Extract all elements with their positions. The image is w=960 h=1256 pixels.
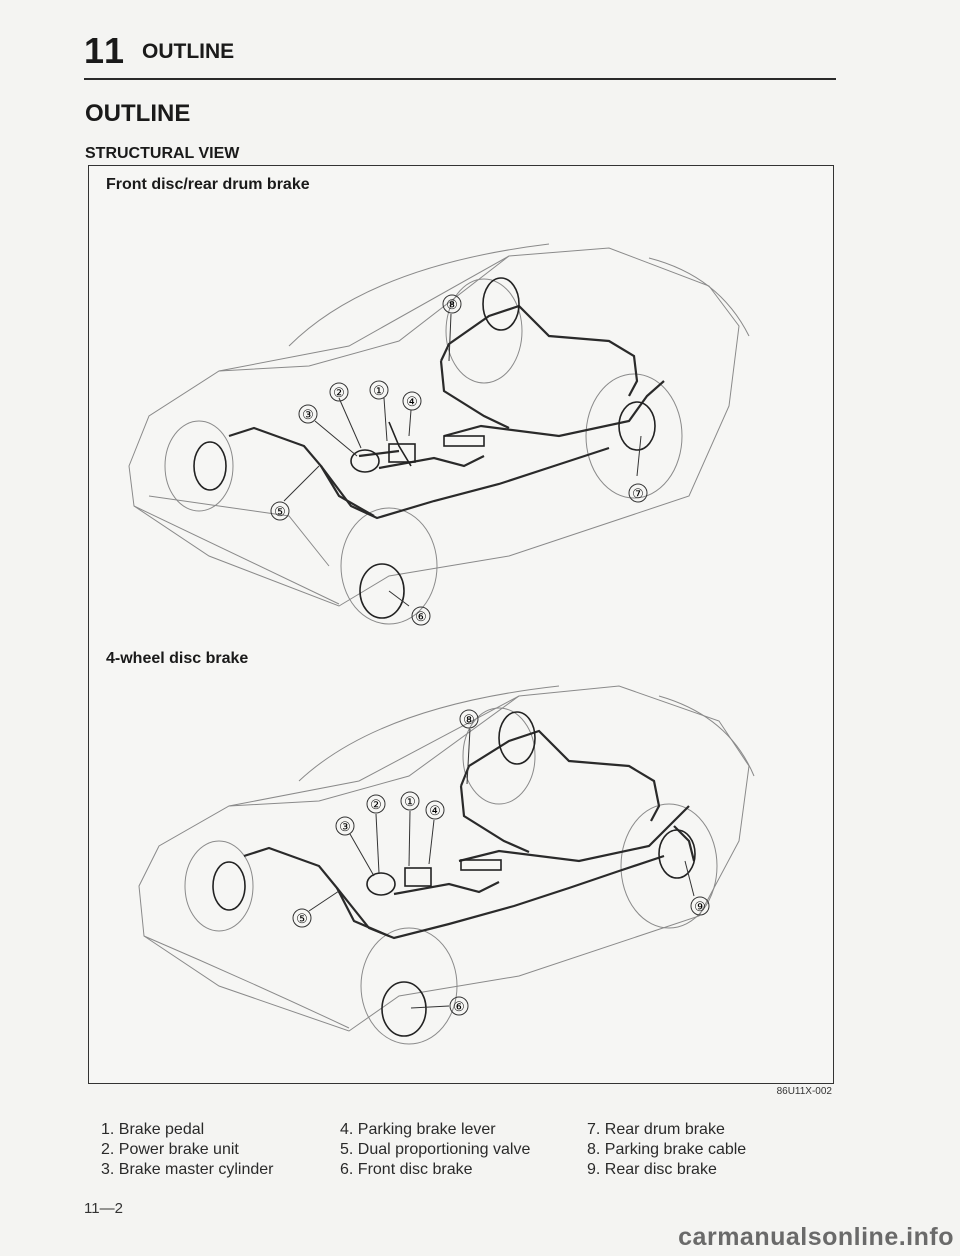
legend-column-3: 7. Rear drum brake 8. Parking brake cabl…: [587, 1120, 746, 1180]
callout-5-top: ⑤: [274, 504, 286, 519]
callout-5-bottom: ⑤: [296, 911, 308, 926]
legend-item: 2. Power brake unit: [101, 1141, 239, 1158]
chapter-number: 11: [84, 30, 127, 71]
figure-frame: Front disc/rear drum brake 4-wheel disc …: [88, 165, 834, 1084]
legend-item: 7. Rear drum brake: [587, 1121, 725, 1138]
callout-2-top: ②: [333, 385, 345, 400]
brake-system-illustration-top: ② ① ④ ③ ⑤ ⑧ ⑥ ⑦: [128, 243, 750, 626]
legend-item: 8. Parking brake cable: [587, 1141, 747, 1158]
callout-6-top: ⑥: [415, 609, 427, 624]
callout-7-top: ⑦: [632, 486, 644, 501]
callout-3-top: ③: [302, 407, 314, 422]
callout-8-top: ⑧: [446, 297, 458, 312]
callout-4-bottom: ④: [429, 803, 441, 818]
brake-system-illustration-bottom: ② ① ④ ③ ⑤ ⑧ ⑥ ⑨: [138, 685, 755, 1045]
subsection-title: STRUCTURAL VIEW: [85, 145, 240, 162]
legend-item: 3. Brake master cylinder: [101, 1161, 274, 1178]
callout-1-top: ①: [373, 383, 385, 398]
callout-labels-bottom: ② ① ④ ③ ⑤ ⑧ ⑥ ⑨: [292, 709, 710, 1016]
section-title: OUTLINE: [85, 100, 191, 127]
callout-9-bottom: ⑨: [694, 899, 706, 914]
legend-item: 1. Brake pedal: [101, 1121, 205, 1138]
legend-item: 9. Rear disc brake: [587, 1161, 717, 1178]
legend-column-2: 4. Parking brake lever 5. Dual proportio…: [340, 1120, 530, 1180]
watermark-link[interactable]: carmanualsonline.info: [678, 1223, 954, 1251]
callout-2-bottom: ②: [370, 797, 382, 812]
legend-item: 4. Parking brake lever: [340, 1121, 496, 1138]
chapter-title: OUTLINE: [142, 40, 235, 63]
callout-3-bottom: ③: [339, 819, 351, 834]
figure-code: 86U11X-002: [776, 1086, 832, 1097]
callout-1-bottom: ①: [404, 794, 416, 809]
page-number: 11—2: [84, 1200, 123, 1217]
callout-labels-top: ② ① ④ ③ ⑤ ⑧ ⑥ ⑦: [270, 294, 648, 626]
page-header: 11 OUTLINE: [84, 26, 836, 80]
figure-caption-top: Front disc/rear drum brake: [106, 176, 310, 193]
callout-4-top: ④: [406, 394, 418, 409]
legend-item: 5. Dual proportioning valve: [340, 1141, 531, 1158]
legend-column-1: 1. Brake pedal 2. Power brake unit 3. Br…: [101, 1120, 274, 1180]
legend-item: 6. Front disc brake: [340, 1161, 473, 1178]
callout-6-bottom: ⑥: [453, 999, 465, 1014]
figure-caption-bottom: 4-wheel disc brake: [106, 650, 249, 667]
callout-8-bottom: ⑧: [463, 712, 475, 727]
